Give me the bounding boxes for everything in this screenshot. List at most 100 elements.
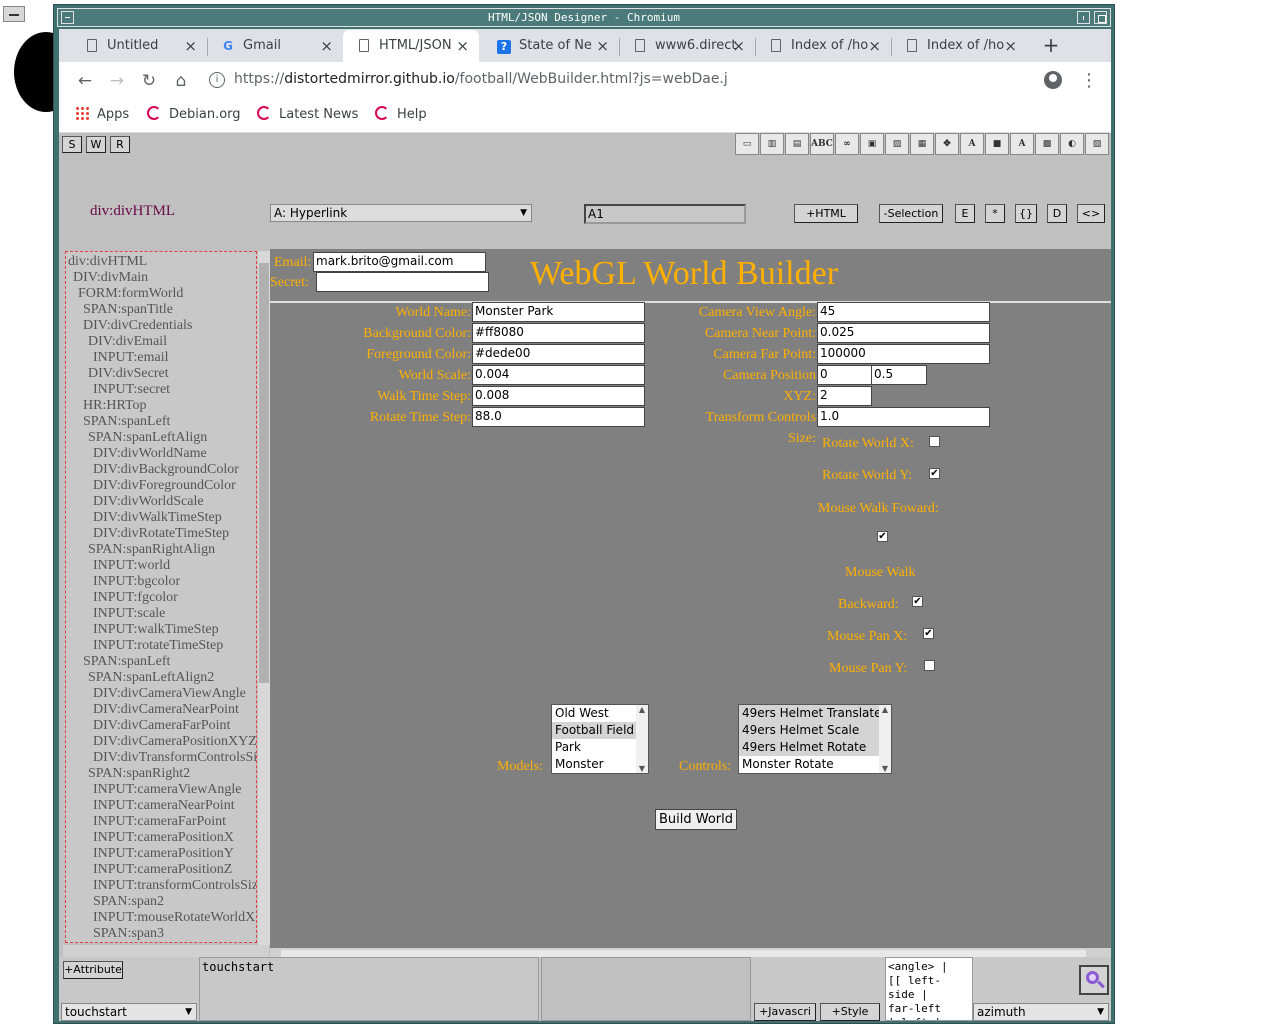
palette-item-icon[interactable]: A bbox=[1010, 133, 1034, 155]
browser-tab[interactable]: HTML/JSON× bbox=[343, 30, 479, 62]
tree-item[interactable]: SPAN:spanTitle bbox=[83, 302, 174, 317]
list-option[interactable]: Old West bbox=[555, 706, 609, 720]
list-option[interactable]: Park bbox=[555, 740, 581, 754]
profile-icon[interactable] bbox=[1044, 71, 1062, 89]
tree-item[interactable]: SPAN:span2 bbox=[93, 894, 165, 909]
palette-item-icon[interactable]: ▭ bbox=[735, 133, 759, 155]
tree-horizontal-scrollbar[interactable] bbox=[63, 945, 269, 957]
bookmark-apps[interactable]: Apps bbox=[75, 106, 129, 126]
scroll-up-icon[interactable]: ▲ bbox=[881, 705, 889, 714]
mouse-pan-y-checkbox[interactable] bbox=[924, 660, 935, 671]
tree-item[interactable]: SPAN:spanLeft bbox=[83, 414, 171, 429]
tree-item[interactable]: DIV:divRotateTimeStep bbox=[93, 526, 230, 541]
camera-position-y-input[interactable]: 0.5 bbox=[871, 365, 927, 385]
tree-item[interactable]: DIV:divTransformControlsSize bbox=[93, 750, 257, 765]
form-field-input[interactable]: #dede00 bbox=[472, 344, 645, 364]
tree-item[interactable]: DIV:divWorldName bbox=[93, 446, 207, 461]
tree-item[interactable]: div:divHTML bbox=[68, 254, 148, 269]
tree-item[interactable]: INPUT:scale bbox=[93, 606, 166, 621]
mode-w-button[interactable]: W bbox=[86, 136, 106, 153]
close-tab-icon[interactable]: × bbox=[320, 37, 333, 55]
list-option[interactable]: 49ers Helmet Translate bbox=[739, 705, 891, 722]
element-id-input[interactable]: A1 bbox=[584, 204, 746, 224]
form-field-input[interactable]: Monster Park bbox=[472, 302, 645, 322]
scroll-down-icon[interactable]: ▼ bbox=[881, 764, 889, 773]
bookmark-debian[interactable]: Debian.org bbox=[147, 106, 241, 126]
d-button[interactable]: D bbox=[1047, 204, 1067, 223]
email-input[interactable]: mark.brito@gmail.com bbox=[313, 252, 486, 272]
event-textarea[interactable]: touchstart bbox=[199, 957, 539, 1021]
tree-item[interactable]: DIV:divCameraFarPoint bbox=[93, 718, 231, 733]
palette-item-icon[interactable]: ▧ bbox=[1085, 133, 1109, 155]
tree-item[interactable]: DIV:divCameraNearPoint bbox=[93, 702, 239, 717]
menu-kebab-icon[interactable]: ⋮ bbox=[1080, 70, 1098, 91]
palette-item-icon[interactable]: ∞ bbox=[835, 133, 859, 155]
tree-item[interactable]: INPUT:mouseWorldRotateY bbox=[93, 942, 255, 943]
camera-position-z-input[interactable]: 2 bbox=[817, 386, 872, 406]
tree-item[interactable]: SPAN:spanLeft bbox=[83, 654, 171, 669]
listbox-scrollbar[interactable]: ▲▼ bbox=[636, 705, 648, 773]
camera-near-point-input[interactable]: 0.025 bbox=[817, 323, 990, 343]
palette-item-icon[interactable]: A bbox=[960, 133, 984, 155]
element-type-select[interactable]: A: Hyperlink▼ bbox=[270, 204, 532, 222]
close-tab-icon[interactable]: × bbox=[1004, 37, 1017, 55]
mode-r-button[interactable]: R bbox=[110, 136, 130, 153]
tree-item[interactable]: INPUT:cameraFarPoint bbox=[93, 814, 227, 829]
camera-far-point-input[interactable]: 100000 bbox=[817, 344, 990, 364]
scroll-up-icon[interactable]: ▲ bbox=[638, 705, 646, 714]
tree-item[interactable]: INPUT:rotateTimeStep bbox=[93, 638, 224, 653]
mode-s-button[interactable]: S bbox=[62, 136, 82, 153]
braces-button[interactable]: {} bbox=[1015, 204, 1037, 223]
add-attribute-button[interactable]: +Attribute bbox=[63, 961, 123, 979]
browser-tab[interactable]: www6.direct× bbox=[619, 30, 755, 62]
tree-item[interactable]: DIV:divMain bbox=[73, 270, 149, 285]
design-scroll-thumb[interactable] bbox=[281, 950, 1086, 959]
tree-item[interactable]: SPAN:spanLeftAlign bbox=[88, 430, 208, 445]
mouse-walk-forward-checkbox[interactable]: ✔ bbox=[877, 531, 888, 542]
palette-item-icon[interactable]: ▤ bbox=[785, 133, 809, 155]
style-property-select[interactable]: azimuth▼ bbox=[973, 1003, 1109, 1021]
palette-item-icon[interactable]: ▣ bbox=[860, 133, 884, 155]
tree-item[interactable]: INPUT:cameraViewAngle bbox=[93, 782, 242, 797]
window-menu-button[interactable] bbox=[61, 11, 74, 24]
list-option[interactable]: Monster Rotate bbox=[742, 757, 834, 771]
mouse-pan-x-checkbox[interactable]: ✔ bbox=[923, 628, 934, 639]
tree-item[interactable]: DIV:divWorldScale bbox=[93, 494, 204, 509]
form-field-input[interactable]: 0.008 bbox=[472, 386, 645, 406]
close-tab-icon[interactable]: × bbox=[732, 37, 745, 55]
tree-item[interactable]: INPUT:bgcolor bbox=[93, 574, 181, 589]
tree-item[interactable]: INPUT:email bbox=[93, 350, 169, 365]
tree-item[interactable]: DIV:divSecret bbox=[88, 366, 169, 381]
list-option[interactable]: 49ers Helmet Rotate bbox=[739, 739, 891, 756]
rotate-world-y-checkbox[interactable]: ✔ bbox=[929, 468, 940, 479]
css-grammar-textarea[interactable]: <angle> | [[ left- side | far-left | lef… bbox=[885, 957, 973, 1021]
tree-item[interactable]: DIV:divCredentials bbox=[83, 318, 193, 333]
scroll-down-icon[interactable]: ▼ bbox=[638, 764, 646, 773]
close-tab-icon[interactable]: × bbox=[456, 37, 469, 55]
tree-item[interactable]: INPUT:cameraNearPoint bbox=[93, 798, 235, 813]
tree-item[interactable]: INPUT:cameraPositionY bbox=[93, 846, 234, 861]
browser-tab[interactable]: ?State of Ne× bbox=[483, 30, 619, 62]
tree-item[interactable]: INPUT:mouseRotateWorldX bbox=[93, 910, 256, 925]
home-icon[interactable]: ⌂ bbox=[175, 71, 187, 91]
close-tab-icon[interactable]: × bbox=[184, 37, 197, 55]
palette-item-icon[interactable]: ▨ bbox=[885, 133, 909, 155]
palette-item-icon[interactable]: ◐ bbox=[1060, 133, 1084, 155]
tags-button[interactable]: <> bbox=[1077, 204, 1105, 223]
search-button[interactable] bbox=[1079, 965, 1109, 995]
rotate-world-x-checkbox[interactable] bbox=[929, 436, 940, 447]
tree-item[interactable]: FORM:formWorld bbox=[78, 286, 184, 301]
palette-item-icon[interactable]: ■ bbox=[985, 133, 1009, 155]
maximize-button[interactable] bbox=[1094, 11, 1107, 24]
browser-tab[interactable]: Index of /ho× bbox=[891, 30, 1027, 62]
javascript-textarea[interactable] bbox=[541, 957, 751, 1021]
listbox-scrollbar[interactable]: ▲▼ bbox=[879, 705, 891, 773]
window-titlebar[interactable]: HTML/JSON Designer - Chromium bbox=[57, 8, 1111, 27]
camera-position-x-input[interactable]: 0 bbox=[817, 365, 872, 385]
minimize-button[interactable] bbox=[1077, 11, 1090, 24]
tree-item[interactable]: INPUT:cameraPositionZ bbox=[93, 862, 233, 877]
camera-view-angle-input[interactable]: 45 bbox=[817, 302, 990, 322]
back-icon[interactable]: ← bbox=[77, 71, 93, 91]
